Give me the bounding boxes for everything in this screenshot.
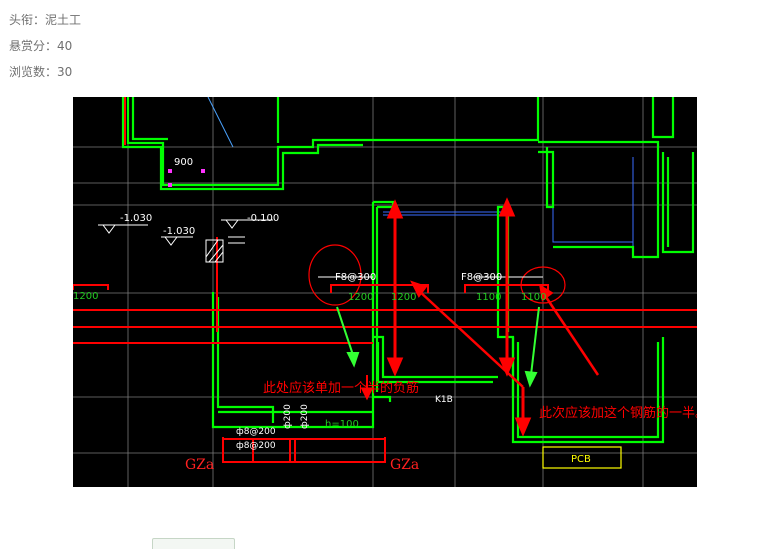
highlight-circles xyxy=(308,244,566,306)
level-label-3: -0.100 xyxy=(247,213,279,224)
bounty-label: 悬赏分： xyxy=(9,39,58,53)
green-arrows xyxy=(336,306,540,388)
hatch-column xyxy=(205,236,245,263)
cad-drawing-image: 900 -1.030 -1.030 -0.100 1200 F8@300 120… xyxy=(73,97,697,487)
cad-canvas: 900 -1.030 -1.030 -0.100 1200 F8@300 120… xyxy=(73,97,697,487)
red-arrows xyxy=(360,197,600,437)
rebar-right-label: F8@300 xyxy=(461,272,502,283)
bounty-value: 40 xyxy=(57,39,73,53)
title-value: 泥土工 xyxy=(45,13,82,27)
rebar-right-span1: 1100 xyxy=(476,292,501,303)
annotation-left: 此处应该单加一个半的负筋 xyxy=(263,380,419,396)
rebar-right-span2: 1100 xyxy=(521,292,546,303)
height-label: h=100 xyxy=(325,419,359,430)
stirrup-label-2: ф8@200 xyxy=(236,441,276,451)
gz-left-label: GZa xyxy=(185,457,214,473)
dimension-markers xyxy=(168,169,205,187)
wall-outlines xyxy=(121,97,695,444)
dim-900: 900 xyxy=(174,157,193,168)
rebar-left-span2: 1200 xyxy=(391,292,416,303)
vertical-label-1: ф200 xyxy=(283,404,293,429)
gz-right-label: GZa xyxy=(390,457,419,473)
beam-label: K1B xyxy=(435,395,453,405)
views-label: 浏览数： xyxy=(9,65,58,79)
title-label: 头衔： xyxy=(9,13,46,27)
vertical-label-2: ф200 xyxy=(300,404,310,429)
stirrup-label-1: ф8@200 xyxy=(236,427,276,437)
views-value: 30 xyxy=(57,65,73,79)
annotation-right: 此次应该加这个钢筋的一半。 xyxy=(539,405,697,421)
pcb-box xyxy=(542,446,622,469)
level-label-2: -1.030 xyxy=(163,226,195,237)
meta-bounty-row: 悬赏分：40 xyxy=(9,38,72,54)
meta-views-row: 浏览数：30 xyxy=(9,64,72,80)
pcb-label: PCB xyxy=(571,454,591,465)
rebar-left-label: F8@300 xyxy=(335,272,376,283)
level-markers xyxy=(98,219,273,246)
level-label-1: -1.030 xyxy=(120,213,152,224)
left-edge-value: 1200 xyxy=(73,291,98,302)
rebar-left-span1: 1200 xyxy=(348,292,373,303)
rebar-lines xyxy=(73,97,697,463)
meta-title-row: 头衔：泥土工 xyxy=(9,12,81,28)
